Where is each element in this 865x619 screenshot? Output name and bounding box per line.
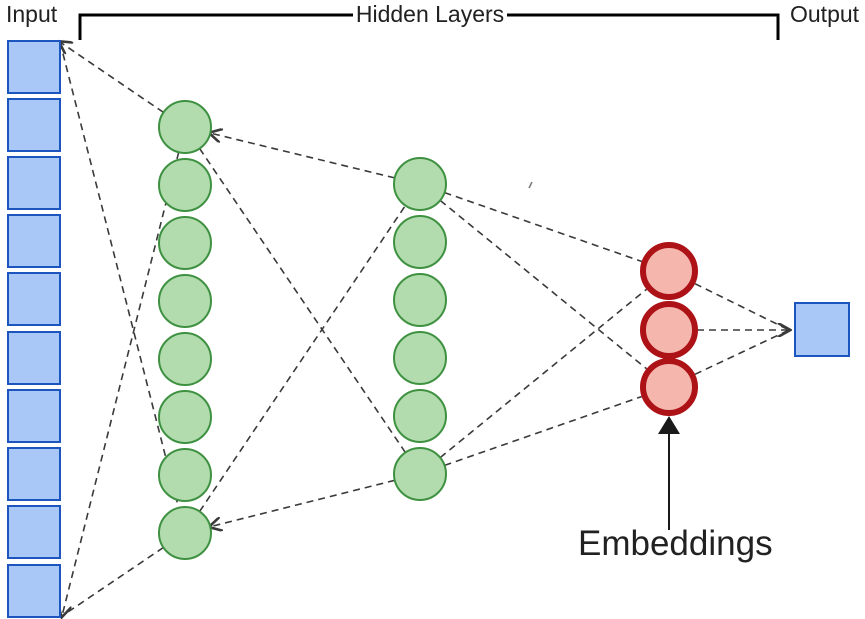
hidden-layers-bracket-right bbox=[507, 13, 780, 40]
connector-line bbox=[60, 42, 164, 114]
embedding-node bbox=[640, 242, 698, 300]
hidden-layer-1-node bbox=[158, 274, 212, 328]
hidden-layer-2-node bbox=[393, 273, 447, 327]
input-label: Input bbox=[6, 1, 58, 27]
hidden-layer-1-node bbox=[158, 100, 212, 154]
stray-mark bbox=[528, 181, 533, 189]
input-node bbox=[7, 272, 61, 326]
hidden-layer-2-node bbox=[393, 157, 447, 211]
embedding-node bbox=[640, 358, 698, 416]
connector-line bbox=[439, 288, 648, 459]
input-node bbox=[7, 331, 61, 385]
hidden-layer-1-node bbox=[158, 390, 212, 444]
input-node bbox=[7, 505, 61, 559]
input-node bbox=[7, 156, 61, 210]
connector-line bbox=[694, 282, 788, 330]
input-node bbox=[7, 40, 61, 94]
embeddings-arrowhead-icon bbox=[658, 416, 680, 434]
hidden-layer-1-node bbox=[158, 158, 212, 212]
connector-line bbox=[198, 205, 407, 512]
hidden-layer-2-node bbox=[393, 215, 447, 269]
connector-line bbox=[210, 133, 395, 179]
connector-line bbox=[439, 199, 648, 370]
connector-line bbox=[61, 546, 164, 617]
hidden-layer-2-node bbox=[393, 447, 447, 501]
connector-line bbox=[59, 41, 180, 508]
hidden-layers-label: Hidden Layers bbox=[355, 1, 505, 27]
hidden-layer-1-node bbox=[158, 506, 212, 560]
connector-line bbox=[62, 152, 180, 616]
embeddings-label: Embeddings bbox=[578, 524, 773, 563]
input-node bbox=[7, 389, 61, 443]
embedding-node bbox=[640, 301, 698, 359]
connector-line bbox=[210, 479, 395, 526]
output-node bbox=[794, 302, 850, 357]
input-node bbox=[7, 564, 61, 618]
connector-line bbox=[444, 191, 642, 263]
output-label: Output bbox=[790, 1, 860, 27]
connector-line bbox=[198, 148, 407, 453]
hidden-layers-bracket-left bbox=[78, 13, 353, 40]
input-node bbox=[7, 447, 61, 501]
input-node bbox=[7, 98, 61, 152]
hidden-layer-2-node bbox=[393, 389, 447, 443]
hidden-layer-1-node bbox=[158, 216, 212, 270]
input-node bbox=[7, 214, 61, 268]
hidden-layer-1-node bbox=[158, 448, 212, 502]
hidden-layer-1-node bbox=[158, 332, 212, 386]
connector-line bbox=[444, 395, 642, 467]
connector-line bbox=[694, 330, 788, 376]
hidden-layer-2-node bbox=[393, 331, 447, 385]
